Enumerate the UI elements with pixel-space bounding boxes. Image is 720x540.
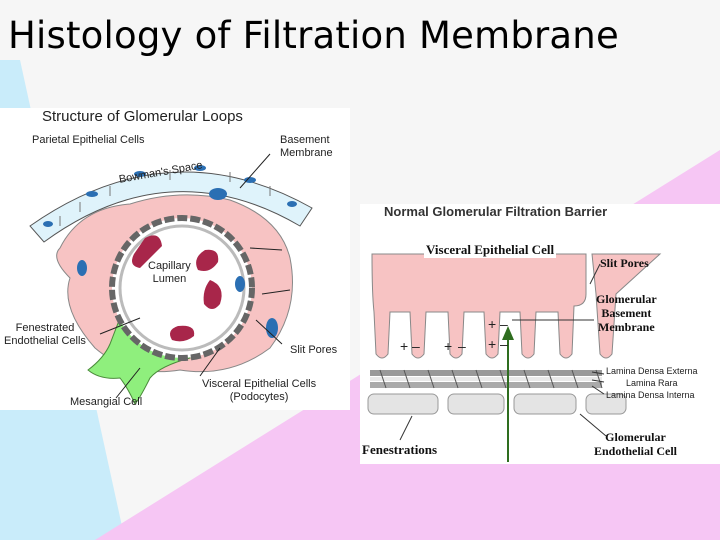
charge-minus-4: – bbox=[500, 336, 508, 352]
filtration-flow-arrow-head bbox=[502, 326, 514, 340]
charge-minus-1: – bbox=[412, 338, 420, 354]
label-mesangial-cell: Mesangial Cell bbox=[70, 396, 143, 408]
label-lamina-densa-interna: Lamina Densa Interna bbox=[606, 390, 695, 400]
visceral-nuclei bbox=[77, 188, 278, 338]
label-leaders bbox=[99, 153, 291, 399]
glomerular-loops-illustration bbox=[29, 153, 313, 405]
red-blood-cells bbox=[132, 235, 222, 342]
label-lamina-rara: Lamina Rara bbox=[626, 378, 678, 388]
charge-plus-4: + bbox=[488, 336, 497, 352]
parietal-nuclei bbox=[43, 165, 297, 227]
visceral-epithelial-cell-body bbox=[371, 253, 587, 359]
label-fenestrated-endothelial-cells: Fenestrated Endothelial Cells bbox=[4, 322, 86, 347]
left-diagram-heading: Structure of Glomerular Loops bbox=[42, 108, 243, 125]
lamina-densa-interna bbox=[370, 382, 602, 388]
label-parietal-epithelial-cells: Parietal Epithelial Cells bbox=[32, 134, 145, 146]
charge-minus-3: – bbox=[500, 316, 508, 332]
glomerular-loops-diagram: Structure of Glomerular Loops Parietal E… bbox=[0, 108, 350, 410]
slide-title: Histology of Filtration Membrane bbox=[8, 14, 619, 57]
right-diagram-heading: Normal Glomerular Filtration Barrier bbox=[384, 204, 608, 219]
charge-plus-2: + bbox=[444, 338, 453, 354]
foot-process-right bbox=[591, 253, 662, 359]
label-slit-pores-right: Slit Pores bbox=[600, 256, 649, 270]
label-basement-membrane: Basement Membrane bbox=[280, 134, 333, 159]
label-visceral-epithelial-cell: Visceral Epithelial Cell bbox=[424, 242, 557, 258]
membrane-hatching bbox=[379, 369, 603, 389]
label-capillary-lumen: Capillary Lumen bbox=[148, 260, 191, 285]
label-slit-pores: Slit Pores bbox=[290, 344, 338, 356]
filtration-barrier-diagram: + – + – + – + – Normal Glomerular Filtra… bbox=[360, 204, 720, 464]
charge-plus-1: + bbox=[400, 338, 409, 354]
endothelial-segments bbox=[367, 393, 627, 415]
charge-plus-3: + bbox=[488, 316, 497, 332]
label-lamina-densa-externa: Lamina Densa Externa bbox=[606, 366, 698, 376]
parietal-epithelium bbox=[29, 171, 313, 243]
lamina-densa-externa bbox=[370, 370, 602, 376]
right-label-leaders bbox=[399, 263, 607, 441]
lamina-rara bbox=[370, 377, 602, 381]
label-glomerular-basement-membrane: Glomerular Basement Membrane bbox=[596, 292, 657, 334]
label-visceral-epithelial-cells: Visceral Epithelial Cells (Podocytes) bbox=[202, 378, 317, 403]
charge-minus-2: – bbox=[458, 338, 466, 354]
label-glomerular-endothelial-cell: Glomerular Endothelial Cell bbox=[594, 430, 678, 458]
filtration-barrier-illustration bbox=[367, 253, 662, 462]
label-fenestrations: Fenestrations bbox=[362, 442, 438, 457]
basement-membrane-hatch bbox=[59, 170, 271, 226]
